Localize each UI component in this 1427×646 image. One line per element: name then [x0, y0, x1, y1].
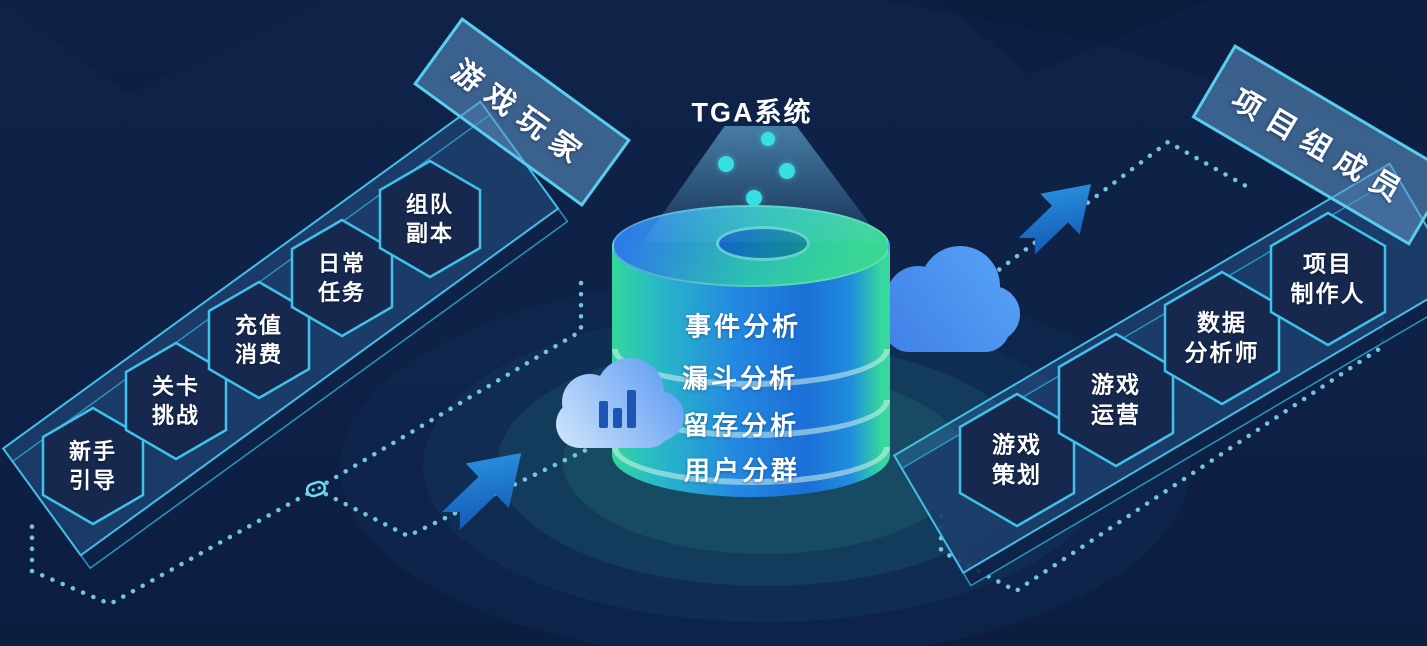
hexagon-label: 日常 任务	[317, 250, 367, 305]
dotted-path-left-to-center	[313, 417, 651, 539]
hexagon-label: 数据 分析师	[1184, 309, 1260, 366]
corner-facet	[940, 0, 1210, 75]
left-band	[1, 100, 569, 570]
right-banner-label: 项目组成员	[1225, 83, 1415, 213]
data-dot	[779, 163, 795, 179]
controller-glyph-icon	[305, 480, 327, 498]
hexagon-label: 充值 消费	[234, 312, 284, 367]
corner-facet	[880, 0, 1427, 150]
system-title: TGA系统	[691, 97, 813, 128]
right-band	[892, 162, 1427, 587]
cylinder-label-funnel-analysis: 漏斗分析	[681, 363, 799, 394]
hexagon-label: 关卡 挑战	[151, 373, 201, 428]
cloud-icon	[884, 246, 1020, 352]
data-dot	[746, 190, 762, 206]
hexagon-label: 游戏 运营	[1091, 371, 1141, 428]
hexagon-label: 组队 副本	[405, 191, 455, 246]
up-right-arrow-icon	[442, 453, 522, 531]
data-dot	[718, 156, 734, 172]
dotted-path-center-to-right	[952, 139, 1256, 306]
cylinder-label-event-analysis: 事件分析	[684, 311, 802, 342]
corner-facet	[0, 0, 320, 95]
up-right-arrow-icon	[1018, 184, 1091, 255]
left-banner-label: 游戏玩家	[445, 54, 595, 176]
hexagon-label: 游戏 策划	[992, 431, 1042, 488]
cylinder-label-user-segmentation: 用户分群	[683, 455, 801, 486]
hexagon-label: 项目 制作人	[1290, 250, 1366, 307]
hexagon-label: 新手 引导	[68, 438, 118, 493]
data-dot	[761, 132, 775, 146]
cylinder-label-retention-analysis: 留存分析	[682, 410, 800, 441]
